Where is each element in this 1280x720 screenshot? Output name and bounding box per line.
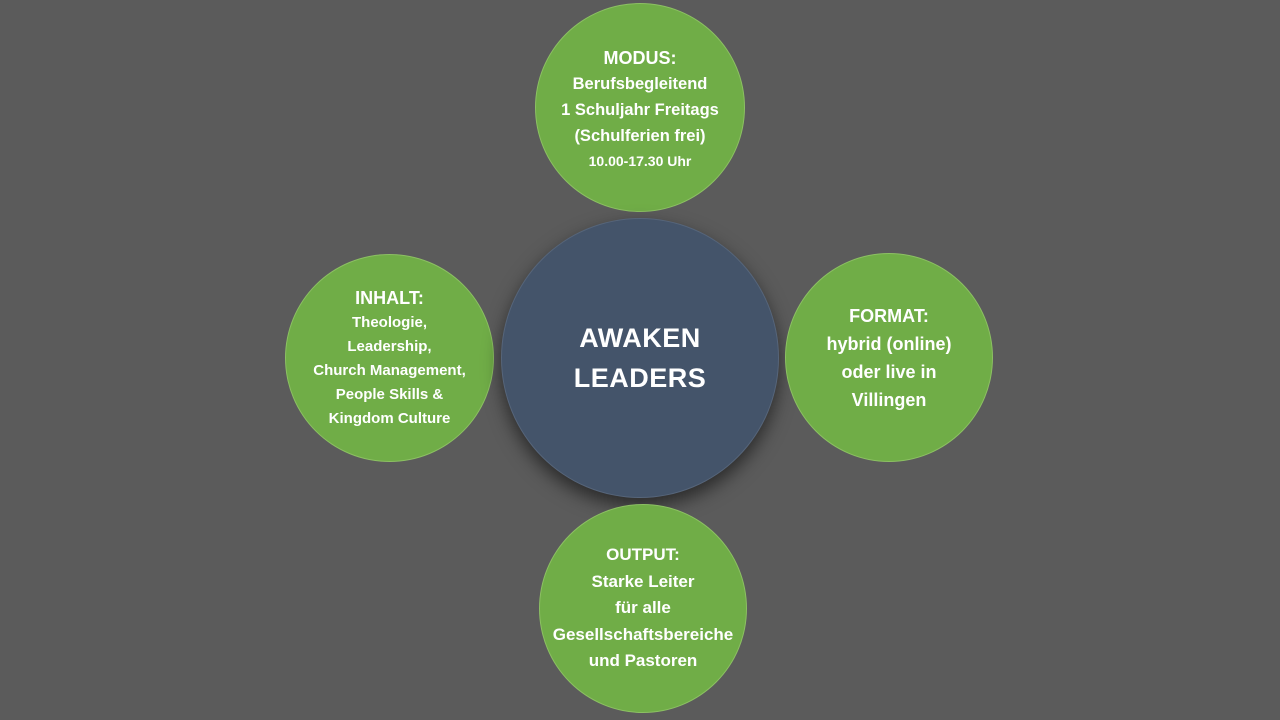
format-line: hybrid (online)	[826, 333, 952, 354]
format-heading: FORMAT:	[849, 305, 929, 326]
inhalt-circle: INHALT: Theologie, Leadership, Church Ma…	[285, 254, 494, 462]
modus-circle: MODUS: Berufsbegleitend 1 Schuljahr Frei…	[535, 3, 745, 212]
inhalt-heading: INHALT:	[355, 288, 424, 308]
inhalt-line: Leadership,	[347, 338, 432, 355]
format-line: oder live in	[841, 361, 937, 382]
inhalt-line: People Skills &	[335, 386, 444, 403]
output-line: Gesellschaftsbereiche	[552, 624, 734, 644]
awaken-leaders-circle: AWAKEN LEADERS	[501, 218, 779, 498]
inhalt-line: Church Management,	[313, 362, 466, 379]
modus-time: 10.00-17.30 Uhr	[588, 152, 692, 169]
modus-line: (Schulferien frei)	[574, 126, 706, 145]
format-circle: FORMAT: hybrid (online) oder live in Vil…	[785, 253, 993, 462]
center-title-line: AWAKEN	[579, 323, 701, 353]
output-heading: OUTPUT:	[606, 545, 680, 565]
modus-line: Berufsbegleitend	[572, 74, 708, 93]
inhalt-line: Kingdom Culture	[328, 410, 451, 427]
modus-heading: MODUS:	[603, 47, 677, 68]
center-title-line: LEADERS	[573, 363, 707, 393]
format-line: Villingen	[851, 389, 927, 410]
output-line: Starke Leiter	[591, 571, 695, 591]
output-line: für alle	[615, 598, 671, 618]
inhalt-line: Theologie,	[352, 314, 427, 331]
modus-line: 1 Schuljahr Freitags	[561, 100, 719, 119]
output-line: und Pastoren	[588, 651, 698, 671]
output-circle: OUTPUT: Starke Leiter für alle Gesellsch…	[539, 504, 747, 713]
